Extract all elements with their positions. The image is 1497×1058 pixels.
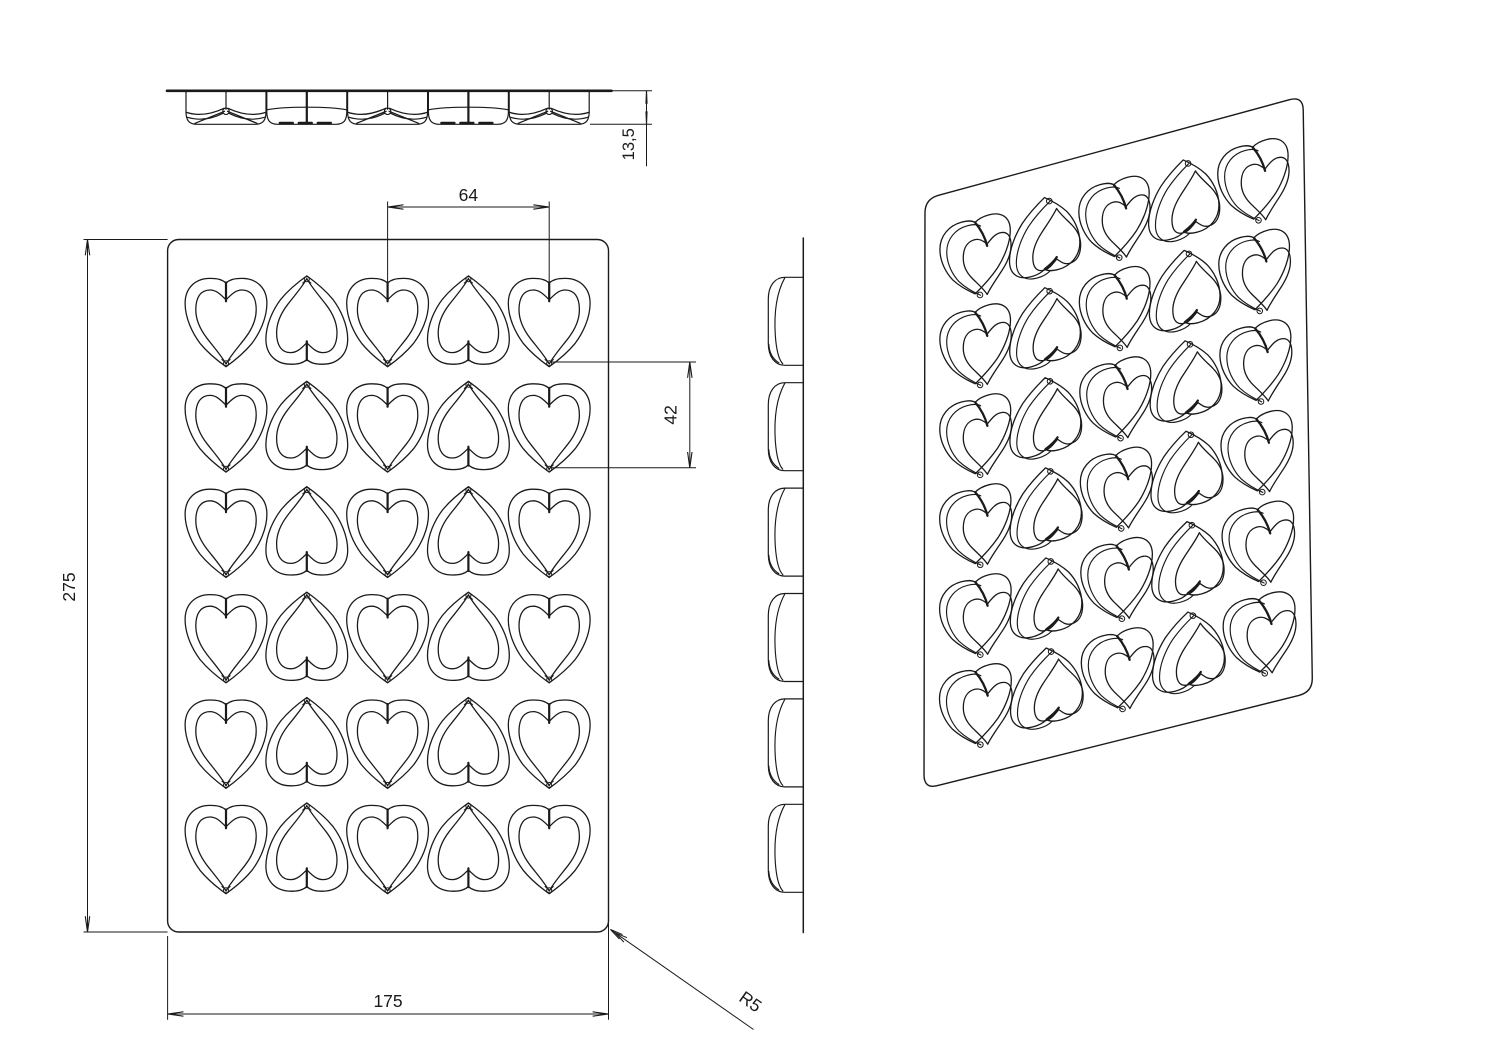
svg-text:13,5: 13,5 [620, 128, 638, 160]
svg-text:64: 64 [459, 185, 479, 205]
svg-text:175: 175 [373, 991, 402, 1011]
svg-text:42: 42 [660, 405, 680, 424]
svg-text:275: 275 [59, 572, 79, 601]
